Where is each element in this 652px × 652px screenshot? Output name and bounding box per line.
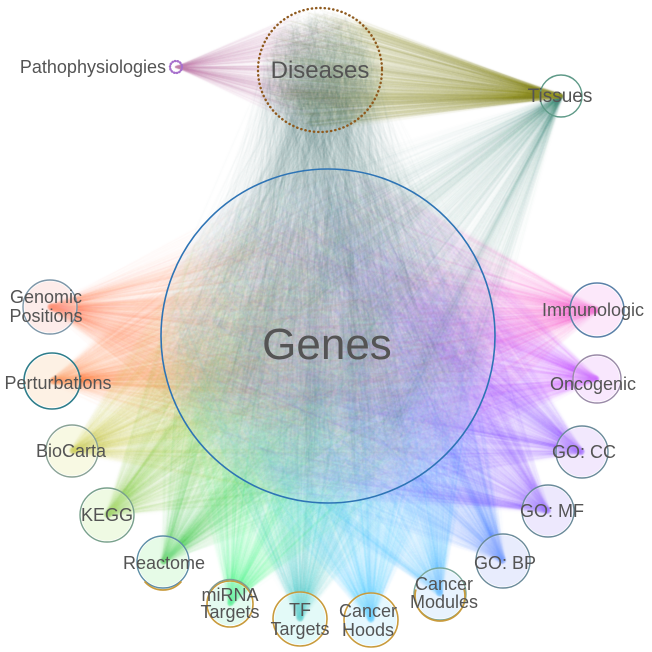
node-genomic-positions[interactable] [22, 279, 78, 335]
node-cancer-hoods[interactable] [343, 592, 399, 648]
node-tf-targets-tint [274, 593, 326, 645]
node-reactome[interactable] [136, 535, 190, 589]
label-pathophysiologies: Pathophysiologies [20, 57, 166, 77]
node-go-bp-tint [477, 535, 529, 587]
node-mirna-targets-secondary-arc [208, 578, 252, 594]
node-biocarta-tint [47, 426, 97, 476]
node-cancer-modules-secondary-arc [414, 589, 466, 622]
node-mirna-targets-tint [208, 582, 252, 626]
label-cancer-modules-line1: Cancer [415, 574, 473, 594]
label-cancer-modules-line2: Modules [410, 592, 478, 612]
label-go-bp: GO: BP [474, 553, 536, 573]
node-biocarta[interactable] [45, 424, 99, 478]
label-genomic-positions-line2: Positions [9, 306, 82, 326]
node-go-cc[interactable] [555, 425, 609, 479]
node-immunologic-tint [571, 284, 623, 336]
node-go-mf[interactable] [521, 484, 575, 538]
label-genomic-positions-line1: Genomic [10, 287, 82, 307]
label-tf-targets-line2: Targets [270, 619, 329, 639]
label-cancer-hoods-line1: Cancer [339, 601, 397, 621]
label-genes: Genes [262, 320, 392, 369]
label-oncogenic: Oncogenic [550, 374, 636, 394]
label-cancer-hoods-line2: Hoods [342, 620, 394, 640]
node-go-cc-tint [557, 427, 607, 477]
node-cancer-hoods-tint [345, 594, 397, 646]
label-biocarta: BioCarta [36, 441, 107, 461]
node-mirna-targets[interactable] [206, 580, 254, 628]
label-tf-targets-line1: TF [289, 600, 311, 620]
label-go-cc: GO: CC [552, 442, 616, 462]
node-kegg-tint [81, 489, 133, 541]
node-diseases[interactable] [256, 6, 384, 134]
label-perturbations: Perturbations [4, 373, 111, 393]
label-immunologic: Immunologic [542, 300, 644, 320]
node-cancer-modules-tint [415, 569, 465, 619]
node-genes[interactable] [160, 168, 496, 504]
node-tf-targets[interactable] [272, 591, 328, 647]
node-go-bp[interactable] [475, 533, 531, 589]
node-oncogenic-tint [574, 356, 620, 402]
label-mirna-targets-line2: Targets [200, 602, 259, 622]
node-kegg[interactable] [79, 487, 135, 543]
label-diseases: Diseases [271, 57, 370, 84]
node-perturbations-tint [25, 354, 79, 408]
node-immunologic[interactable] [569, 282, 625, 338]
node-go-mf-tint [523, 486, 573, 536]
node-cancer-modules[interactable] [413, 567, 467, 621]
node-pathophysiologies[interactable] [168, 59, 184, 75]
node-oncogenic[interactable] [572, 354, 622, 404]
node-reactome-secondary-arc [143, 580, 183, 591]
label-mirna-targets-line1: miRNA [202, 585, 259, 605]
node-perturbations[interactable] [23, 352, 81, 410]
label-kegg: KEGG [81, 505, 133, 525]
node-reactome-tint [138, 537, 188, 587]
label-go-mf: GO: MF [520, 501, 584, 521]
node-tissues[interactable] [539, 74, 583, 118]
label-reactome: Reactome [123, 553, 205, 573]
node-genomic-positions-tint [24, 281, 76, 333]
label-tissues: Tissues [528, 86, 593, 107]
